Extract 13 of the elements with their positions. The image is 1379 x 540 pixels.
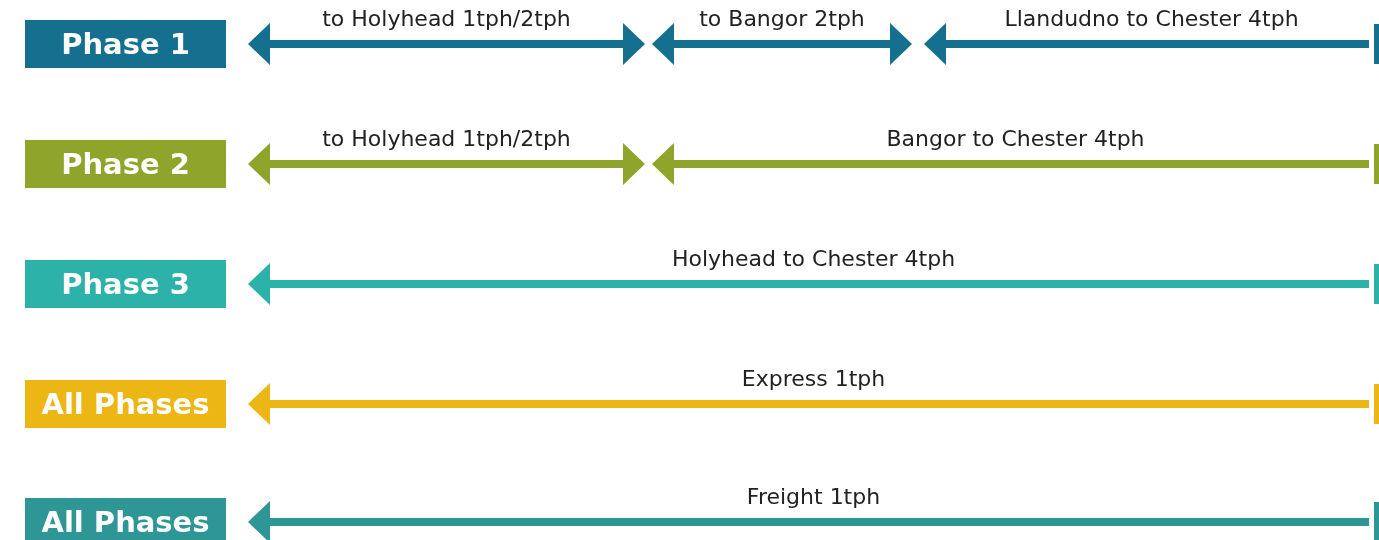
phase-badge: Phase 1	[25, 20, 226, 68]
service-label: to Holyhead 1tph/2tph	[322, 6, 571, 32]
service-label: Holyhead to Chester 4tph	[671, 246, 956, 272]
service-label: Bangor to Chester 4tph	[886, 126, 1145, 152]
phase-badge: Phase 2	[25, 140, 226, 188]
service-label: Llandudno to Chester 4tph	[1004, 6, 1299, 32]
service-label: to Holyhead 1tph/2tph	[322, 126, 571, 152]
service-label: Freight 1tph	[746, 484, 881, 510]
phase-badge: All Phases	[25, 498, 226, 540]
service-label: to Bangor 2tph	[699, 6, 865, 32]
phase-badge: Phase 3	[25, 260, 226, 308]
service-label: Express 1tph	[741, 366, 886, 392]
phase-badge: All Phases	[25, 380, 226, 428]
